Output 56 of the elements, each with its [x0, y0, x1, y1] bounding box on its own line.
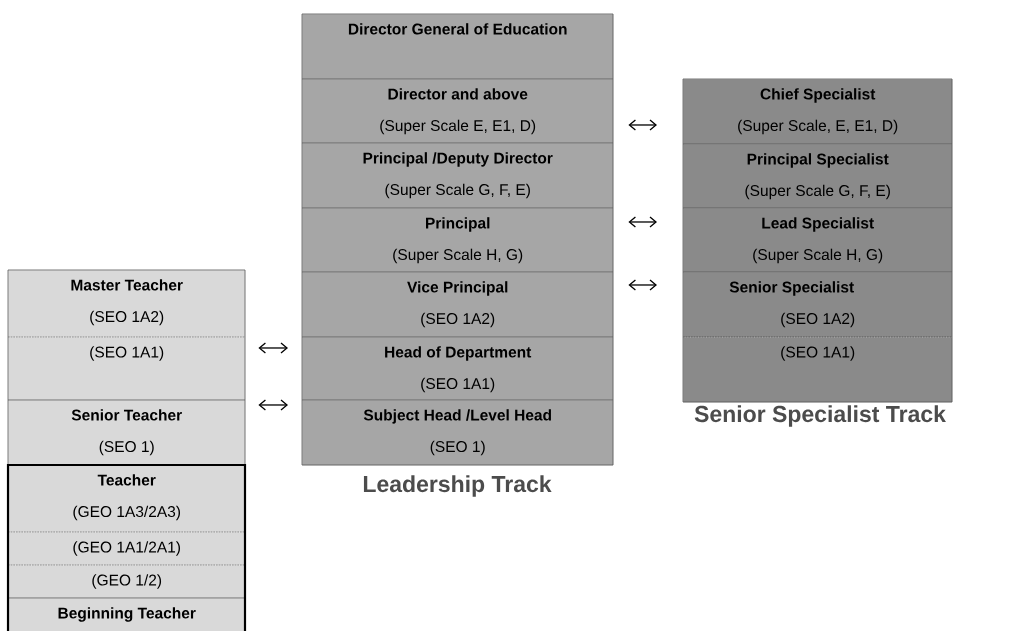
node-label: Senior Specialist [729, 281, 854, 296]
node-label: Teacher [97, 474, 156, 486]
grade-cell: (SEO 1A1) [683, 337, 953, 403]
node-label: (Super Scale G, F, E) [385, 183, 530, 199]
grade-cell: (GEO 1/2) [8, 565, 246, 599]
node-label: (SEO 1A1) [781, 346, 855, 361]
node-label: Principal Specialist [747, 153, 889, 168]
arrow [258, 342, 288, 354]
grade-cell: Principal Specialist (Super Scale G, F, E) [683, 144, 953, 209]
node-label: (Super Scale G, F, E) [745, 184, 890, 200]
grade-cell: Director and above (Super Scale E, E1, D) [302, 79, 614, 144]
node-label: (GEO 1A1/2A1) [73, 541, 181, 556]
node-label: (Super Scale H, G) [393, 248, 523, 264]
grade-cell: Principal (Super Scale H, G) [302, 208, 614, 273]
node-label: Vice Principal [407, 281, 508, 296]
node-label: (Super Scale E, E1, D) [380, 119, 536, 135]
grade-cell: Senior Teacher (SEO 1) [8, 400, 246, 466]
node-label: Master Teacher [71, 279, 183, 291]
node-label: Director and above [388, 88, 528, 100]
arrow [258, 399, 288, 411]
node-label: Senior Teacher [71, 409, 182, 421]
node-label: (GEO 1A3/2A3) [73, 505, 181, 521]
arrow [628, 216, 657, 228]
node-label: (SEO 1) [430, 440, 485, 456]
node-label: Director General of Education [348, 23, 567, 35]
node-label: Principal [426, 217, 490, 232]
grade-cell: Principal /Deputy Director (Super Scale G, F, E) [302, 143, 614, 209]
node-label: (SEO 1A1) [90, 346, 164, 361]
grade-cell: (SEO 1A1) [8, 337, 246, 401]
node-label: (GEO 1/2) [92, 574, 162, 589]
grade-cell: Lead Specialist (Super Scale H, G) [683, 208, 953, 273]
grade-cell: Head of Department (SEO 1A1) [302, 337, 614, 401]
node-label: (SEO 1A2) [781, 312, 855, 328]
grade-cell: Subject Head /Level Head (SEO 1) [302, 400, 614, 466]
node-label: (SEO 1A2) [421, 312, 495, 328]
node-label: Lead Specialist [762, 217, 874, 232]
node-label: Principal /Deputy Director [363, 152, 553, 167]
node-label: Beginning Teacher [58, 607, 196, 622]
grade-cell: Beginning Teacher [8, 598, 246, 631]
track-title: Senior Specialist Track [694, 405, 946, 427]
node-label: (Super Scale, E, E1, D) [738, 119, 898, 135]
grade-cell: (GEO 1A1/2A1) [8, 532, 246, 566]
node-label: (SEO 1A2) [90, 310, 164, 326]
grade-cell: Director General of Education [302, 14, 614, 80]
node-label: Head of Department [385, 346, 532, 361]
node-label: (SEO 1) [99, 440, 154, 456]
node-label: Chief Specialist [760, 88, 876, 103]
grade-cell: Senior Specialist (SEO 1A2) [683, 272, 953, 338]
grade-cell: Vice Principal (SEO 1A2) [302, 272, 614, 338]
node-label: (SEO 1A1) [421, 377, 495, 393]
node-label: Subject Head /Level Head [363, 409, 551, 424]
grade-cell: Chief Specialist (Super Scale, E, E1, D) [683, 79, 953, 145]
arrow [628, 119, 657, 131]
grade-cell: Master Teacher (SEO 1A2) [8, 270, 246, 338]
arrow [628, 279, 657, 291]
node-label: (Super Scale H, G) [753, 248, 883, 264]
